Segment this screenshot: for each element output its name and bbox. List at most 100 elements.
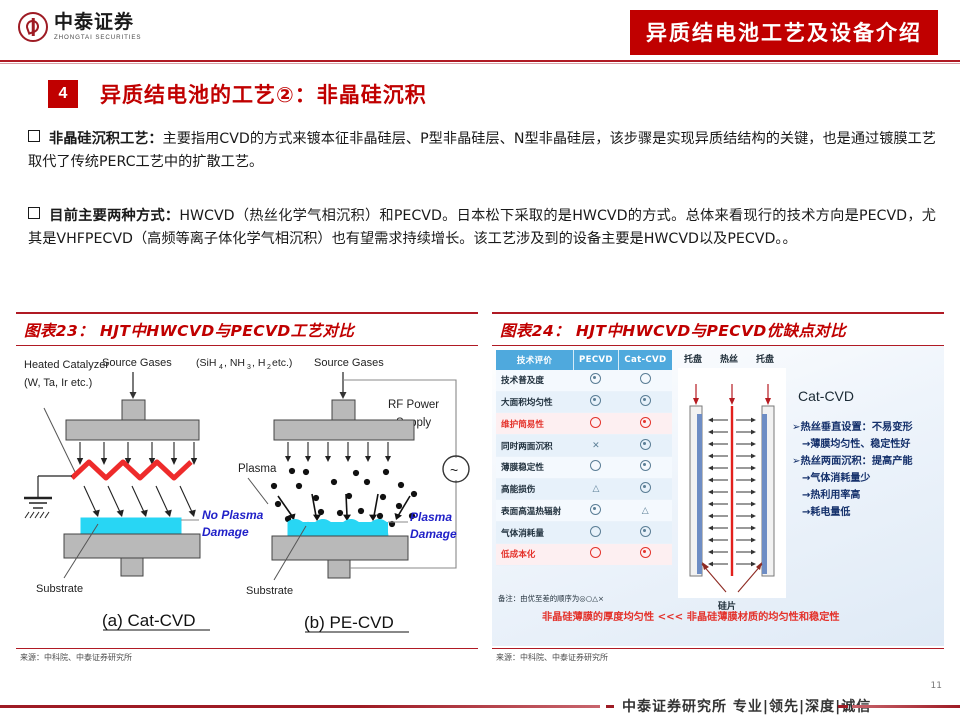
footer-dash-left: [606, 705, 614, 708]
figure-24-source-rule: [492, 647, 944, 649]
mark-double-circle-icon: [590, 503, 602, 515]
figure-24: 图表24： HJT中HWCVD与PECVD优缺点对比 技术评价 PECVD Ca…: [492, 312, 944, 663]
col-criteria: 技术评价: [496, 349, 575, 370]
footer-dash-right: [838, 705, 848, 708]
catcvd-advantages: ➢热丝垂直设置：不易变形 →薄膜均匀性、稳定性好 ➢热丝两面沉积：提高产能 →气…: [792, 416, 944, 518]
row-label: 大面积均匀性: [496, 391, 574, 414]
paragraph-1-lead: 非晶硅沉积工艺：: [49, 131, 163, 147]
paragraph-1-text: 主要指用CVD的方式来镀本征非晶硅层、P型非晶硅层、N型非晶硅层，该步骤是实现异…: [28, 131, 936, 170]
mark-double-circle-icon: [639, 547, 651, 559]
row-label: 表面高温热辐射: [496, 499, 574, 523]
footer-text: 中泰证券研究所 专业|领先|深度|诚信: [622, 699, 872, 715]
row-label: 同时两面沉积: [496, 434, 574, 457]
svg-text:etc.): etc.): [272, 357, 292, 369]
logo-name-cn: 中泰证券: [54, 10, 135, 33]
label-wafer: 硅片: [718, 601, 737, 612]
table-row: 气体消耗量: [496, 521, 672, 545]
advantage-head: ➢热丝垂直设置：不易变形: [792, 421, 913, 433]
row-label: 技术普及度: [496, 369, 574, 392]
cell-catcvd: [618, 412, 672, 436]
table-row: 大面积均匀性: [496, 391, 672, 414]
figure-24-body: 技术评价 PECVD Cat-CVD 技术普及度大面积均匀性维护简易性同时两面沉…: [492, 345, 944, 646]
label-plasma-damage-2: Damage: [410, 527, 457, 541]
catcvd-schematic: [678, 367, 786, 598]
cell-pecvd: [573, 499, 619, 523]
cell-pecvd: [573, 521, 619, 545]
mark-double-circle-icon: [639, 438, 651, 450]
figure-24-rule-bottom: [492, 344, 944, 346]
label-no-plasma-damage-1: No Plasma: [202, 508, 264, 522]
figure-24-caption: 图表24： HJT中HWCVD与PECVD优缺点对比: [500, 321, 847, 340]
label-source-gases-b: Source Gases: [314, 357, 384, 369]
evaluation-table: 技术评价 PECVD Cat-CVD 技术普及度大面积均匀性维护简易性同时两面沉…: [496, 349, 672, 566]
advantage-head: ➢热丝两面沉积：提高产能: [792, 455, 913, 467]
mark-double-circle-icon: [590, 373, 602, 385]
label-catalyzer-materials: (W, Ta, Ir etc.): [24, 377, 92, 389]
page-footer: 中泰证券研究所 专业|领先|深度|诚信 11: [0, 681, 960, 720]
footer-rule-right: [852, 705, 960, 708]
advantage-sub: →薄膜均匀性、稳定性好: [802, 438, 911, 450]
label-plasma-damage-1: Plasma: [410, 510, 452, 524]
svg-text:, NH: , NH: [224, 357, 245, 369]
mark-triangle-icon: △: [641, 505, 649, 516]
figure-23-body: Heated Catalyzer (W, Ta, Ir etc.) Source…: [16, 345, 478, 646]
cell-catcvd: △: [618, 499, 672, 523]
mark-double-circle-icon: [639, 460, 651, 472]
logo-name-en: ZHONGTAI SECURITIES: [54, 33, 142, 41]
label-no-plasma-damage-2: Damage: [202, 525, 249, 539]
cell-catcvd: [618, 434, 672, 457]
figure-23-caption: 图表23： HJT中HWCVD与PECVD工艺对比: [24, 321, 355, 340]
paragraph-2-lead: 目前主要两种方式：: [49, 208, 180, 224]
page-number: 11: [930, 681, 942, 691]
section-title: 异质结电池的工艺②：非晶硅沉积: [100, 83, 427, 107]
label-tray-left: 托盘: [684, 354, 703, 365]
cell-pecvd: △: [573, 478, 619, 501]
row-label: 高能损伤: [496, 478, 574, 501]
plasma-dots: [270, 467, 418, 530]
advantage-sub: →热利用率高: [802, 489, 861, 501]
row-label: 气体消耗量: [496, 521, 574, 545]
cell-pecvd: [573, 543, 619, 566]
footer-rule-left: [0, 705, 600, 708]
label-substrate-a: Substrate: [36, 583, 83, 595]
cell-catcvd: [618, 521, 672, 545]
mark-double-circle-icon: [590, 394, 602, 406]
label-rf-power: RF Power: [388, 399, 439, 411]
table-header-row: 技术评价 PECVD Cat-CVD: [496, 349, 672, 370]
mark-circle-icon: [639, 373, 651, 385]
cvd-comparison-diagram: Heated Catalyzer (W, Ta, Ir etc.) Source…: [24, 357, 470, 633]
svg-text:4: 4: [219, 364, 223, 371]
label-heated-catalyzer: Heated Catalyzer: [24, 359, 109, 371]
row-label: 低成本化: [496, 543, 574, 566]
row-label: 维护简易性: [496, 412, 574, 436]
figure-24-source: 来源：中科院、中泰证券研究所: [496, 652, 608, 662]
section-number-badge: 4: [48, 80, 78, 108]
catcvd-title: Cat-CVD: [798, 387, 855, 404]
header-rule: [0, 60, 960, 62]
square-bullet-icon: [28, 130, 40, 142]
table-row: 薄膜稳定性: [496, 456, 672, 479]
mark-double-circle-icon: [639, 482, 651, 494]
page-header: 中泰证券 ZHONGTAI SECURITIES 异质结电池工艺及设备介绍: [0, 0, 960, 64]
mark-circle-icon: [590, 525, 602, 537]
svg-text:3: 3: [247, 364, 251, 371]
mark-triangle-icon: △: [592, 484, 600, 495]
paragraph-1: 非晶硅沉积工艺：主要指用CVD的方式来镀本征非晶硅层、P型非晶硅层、N型非晶硅层…: [28, 128, 936, 174]
col-catcvd: Cat-CVD: [618, 349, 672, 370]
table-row: 表面高温热辐射 △: [496, 499, 672, 523]
figure-23-rule-bottom: [16, 344, 478, 346]
comparison-panel: 技术评价 PECVD Cat-CVD 技术普及度大面积均匀性维护简易性同时两面沉…: [492, 345, 944, 646]
table-row: 同时两面沉积✕: [496, 434, 672, 457]
cell-pecvd: [573, 369, 619, 392]
svg-text:2: 2: [267, 364, 271, 371]
table-row: 维护简易性: [496, 412, 672, 436]
label-caption-b: (b) PE-CVD: [304, 613, 394, 632]
mark-circle-icon: [590, 416, 602, 428]
label-substrate-b: Substrate: [246, 585, 293, 597]
table-highlight-line: 非晶硅薄膜的厚度均匀性 <<< 非晶硅薄膜材质的均匀性和稳定性: [542, 611, 840, 623]
logo-mark-icon: [18, 12, 48, 42]
label-hotwire: 热丝: [720, 354, 739, 365]
paragraph-2: 目前主要两种方式：HWCVD（热丝化学气相沉积）和PECVD。日本松下采取的是H…: [28, 205, 936, 251]
mark-circle-icon: [590, 460, 602, 472]
advantage-sub: →耗电量低: [802, 506, 851, 518]
